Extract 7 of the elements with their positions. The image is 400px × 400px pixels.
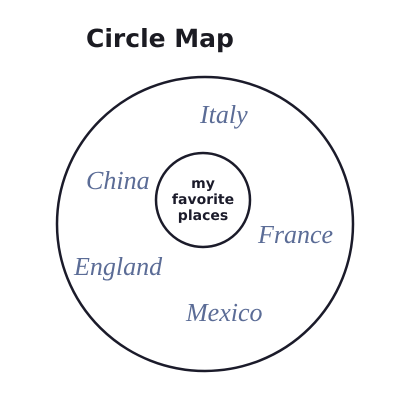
handwritten-label: France <box>258 220 334 250</box>
title: Circle Map <box>86 24 234 53</box>
handwritten-label: China <box>86 166 150 196</box>
handwritten-label: Mexico <box>186 298 263 328</box>
center-label: my favorite places <box>170 176 236 224</box>
handwritten-label: Italy <box>200 100 248 130</box>
handwritten-label: England <box>74 252 162 282</box>
